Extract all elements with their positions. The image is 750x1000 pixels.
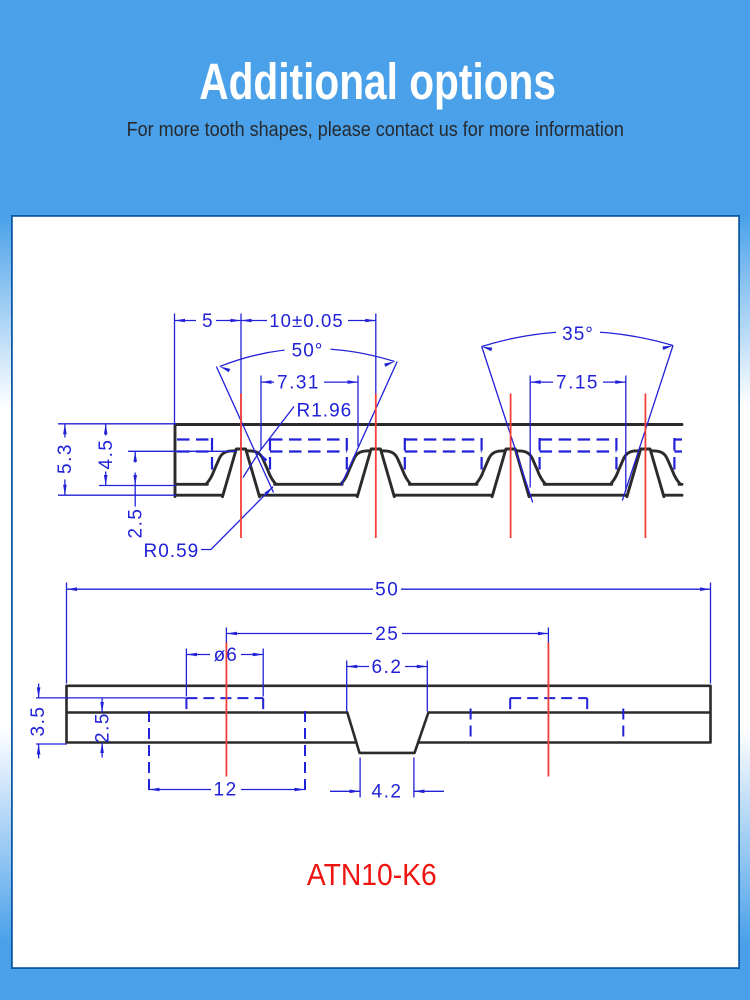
svg-text:R0.59: R0.59: [144, 541, 200, 562]
svg-text:25: 25: [375, 623, 399, 644]
svg-text:2.5: 2.5: [126, 507, 147, 538]
svg-text:12: 12: [214, 779, 238, 800]
svg-text:ø6: ø6: [214, 645, 238, 666]
svg-text:50: 50: [375, 579, 399, 600]
svg-text:2.5: 2.5: [93, 712, 114, 743]
svg-text:10±0.05: 10±0.05: [269, 310, 343, 331]
svg-text:R1.96: R1.96: [297, 400, 353, 421]
svg-text:6.2: 6.2: [372, 656, 403, 677]
svg-text:50°: 50°: [292, 340, 324, 361]
svg-text:7.15: 7.15: [556, 372, 599, 393]
svg-text:4.5: 4.5: [96, 438, 117, 469]
svg-text:3.5: 3.5: [28, 705, 49, 736]
svg-text:5.3: 5.3: [55, 443, 76, 474]
svg-text:7.31: 7.31: [277, 372, 320, 393]
svg-text:5: 5: [202, 311, 214, 332]
svg-text:4.2: 4.2: [372, 781, 403, 802]
svg-text:35°: 35°: [562, 324, 594, 345]
